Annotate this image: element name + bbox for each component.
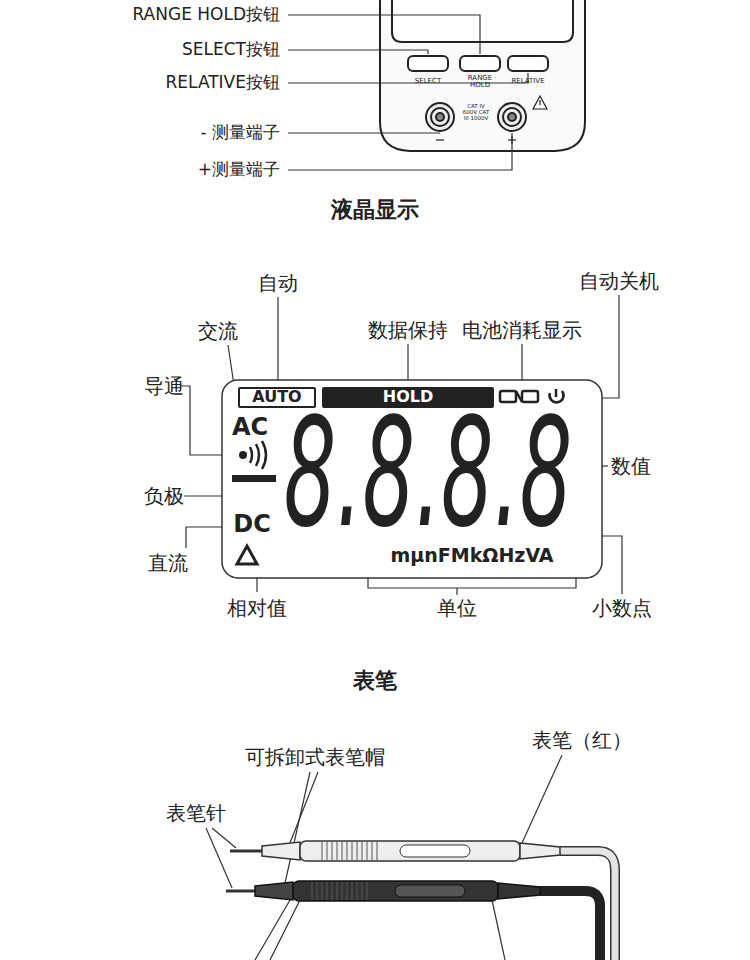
lcd-panel	[222, 380, 602, 578]
callout-label: RELATIVE按钮	[166, 73, 281, 93]
callout-label: RANGE HOLD按钮	[132, 5, 280, 25]
callout-label: 小数点	[592, 597, 652, 620]
indicator-text: AUTO	[252, 388, 301, 406]
callout-label: 负极	[144, 485, 184, 508]
lcd-indicator-box: AUTO	[238, 387, 316, 408]
button-text: RANGE HOLD	[463, 75, 498, 90]
lcd-digits: 8.8.8.8	[284, 398, 573, 548]
meter-body	[380, 0, 585, 151]
callout-label: - 测量端子	[200, 123, 280, 143]
rating-text: CAT IV 600V CAT III 1000V	[462, 104, 490, 121]
callout-label: 导通	[144, 375, 184, 398]
callout-label: 自动	[258, 272, 298, 295]
button-text: RELATIVE	[511, 77, 544, 85]
callout-label: 自动关机	[579, 270, 659, 293]
callout-label: +测量端子	[198, 160, 280, 180]
callout-label: 直流	[148, 552, 188, 575]
callout-label: 交流	[198, 320, 238, 343]
section-heading: 表笔	[353, 668, 397, 693]
leader-lines	[180, 15, 622, 960]
lcd-indicator-box: HOLD	[322, 387, 494, 408]
lcd-units: mμnFMkΩHzVA	[390, 545, 553, 567]
section-heading: 液晶显示	[331, 197, 419, 222]
callout-label: 可拆卸式表笔帽	[245, 746, 385, 769]
button-text: SELECT	[415, 77, 441, 85]
callout-label: 表笔（红）	[532, 729, 632, 752]
lcd-indicator: DC	[233, 511, 271, 539]
callout-label: 单位	[437, 597, 477, 620]
callout-label: 表笔针	[166, 802, 226, 825]
callout-label: 数值	[611, 455, 651, 478]
test-probes	[226, 841, 615, 960]
callout-label: 电池消耗显示	[462, 319, 582, 342]
callout-label: 数据保持	[368, 319, 448, 342]
callout-label: SELECT按钮	[182, 40, 280, 60]
indicator-text: HOLD	[383, 388, 433, 406]
callout-label: 相对值	[227, 597, 287, 620]
lcd-indicator: AC	[232, 414, 268, 442]
